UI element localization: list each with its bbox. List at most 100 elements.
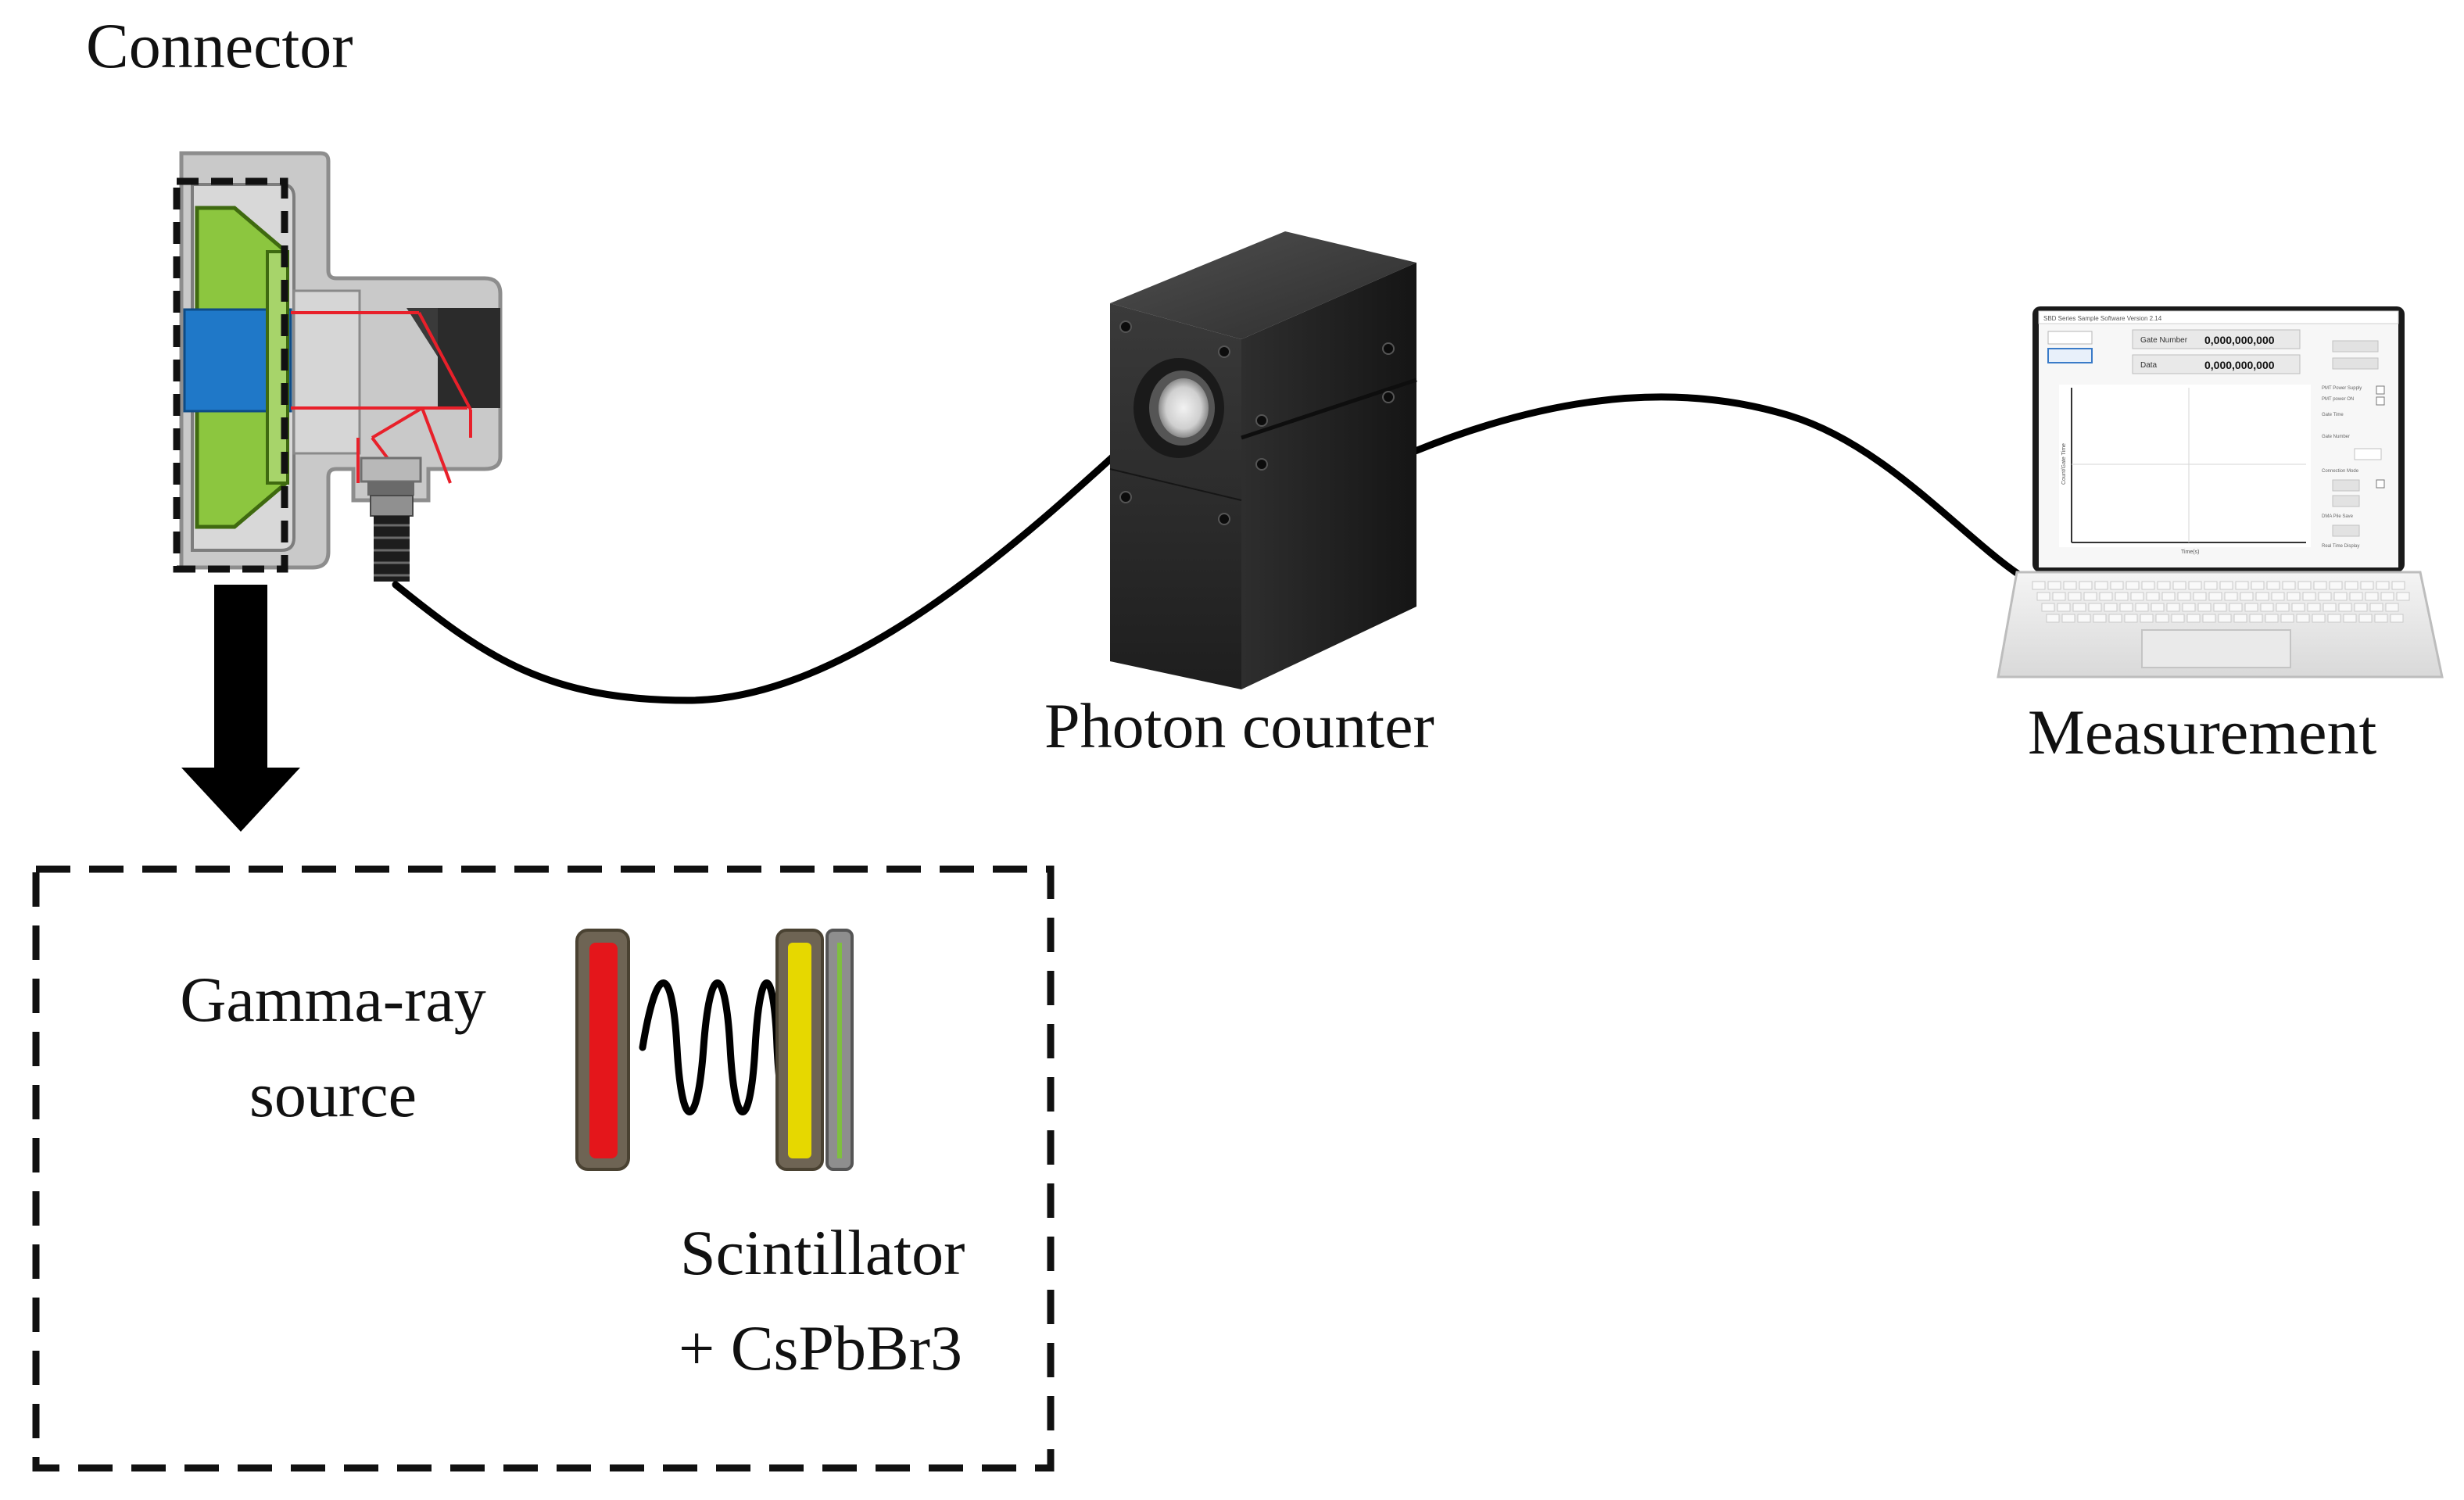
gamma-source-label-line2: source [249,1059,417,1130]
keyboard-key [2072,603,2086,612]
keyboard-key [2307,603,2321,612]
software-side-label: PMT Power Supply [2322,386,2362,391]
photon-counter-device [1109,231,1417,689]
keyboard-key [2312,614,2326,623]
keyboard-key [2376,581,2390,590]
keyboard-key [2287,592,2301,601]
keyboard-key [2354,603,2368,612]
keyboard-key [2151,603,2165,612]
gamma-wave [639,979,793,1115]
keyboard-key [2296,614,2310,623]
keyboard-key [2251,581,2265,590]
keyboard-key [2291,603,2305,612]
scintillator-element [775,929,824,1171]
keyboard-key [2235,581,2249,590]
keyboard-key [2188,581,2202,590]
keyboard-key [2057,603,2071,612]
keyboard-key [2204,581,2218,590]
detector-detail-box [32,865,1055,1472]
software-side-label: Gate Time [2322,413,2344,417]
keyboard-key [2182,603,2196,612]
keyboard-key [2135,603,2149,612]
keyboard-key [2265,614,2279,623]
keyboard-key [2036,592,2050,601]
connector-label: Connector [86,10,353,81]
laptop-keyboard [2032,581,2410,623]
software-title: SBD Series Sample Software Version 2.14 [2043,315,2162,322]
keyboard-key [2166,603,2180,612]
keyboard-key [2115,592,2129,601]
laptop: SBD Series Sample Software Version 2.14 … [1997,306,2444,678]
keyboard-key [2088,603,2102,612]
keyboard-key [2313,581,2327,590]
keyboard-key [2255,592,2269,601]
keyboard-key [2177,592,2191,601]
keyboard-key [2224,592,2238,601]
keyboard-key [2297,581,2312,590]
keyboard-key [2365,592,2379,601]
connector-channel [292,289,361,455]
keyboard-key [2032,581,2046,590]
gamma-source-element [575,929,630,1171]
software-plot-area [2059,385,2311,547]
keyboard-key [2323,603,2337,612]
gamma-source-label-line1: Gamma-ray [180,964,486,1035]
keyboard-key [2344,581,2358,590]
data-label: Data [2140,361,2158,370]
measurement-label: Measurement [2028,696,2377,768]
keyboard-key [2338,603,2352,612]
keyboard-key [2041,603,2055,612]
software-side-label: Connection Mode [2322,469,2359,474]
software-start-button[interactable] [2047,348,2093,363]
keyboard-key [2233,614,2247,623]
prism-dark-band [438,308,500,408]
software-y-axis-label: Count/Gate Time [2061,443,2067,485]
keyboard-key [2093,614,2107,623]
fiber-fitting [360,456,422,582]
keyboard-key [2046,614,2060,623]
keyboard-key [2218,614,2232,623]
keyboard-key [2104,603,2118,612]
keyboard-key [2360,581,2374,590]
laptop-trackpad [2141,629,2291,668]
keyboard-key [2193,592,2207,601]
keyboard-key [2146,592,2160,601]
data-value: 0,000,000,000 [2204,359,2275,371]
keyboard-key [2358,614,2373,623]
keyboard-key [2327,614,2341,623]
keyboard-key [2130,592,2144,601]
keyboard-key [2282,581,2296,590]
keyboard-key [2385,603,2399,612]
keyboard-key [2155,614,2169,623]
keyboard-key [2343,614,2357,623]
photon-counter-label: Photon counter [1044,690,1434,761]
keyboard-key [2271,592,2285,601]
software-control-panel [2332,340,2385,537]
keyboard-key [2061,614,2075,623]
keyboard-key [2052,592,2066,601]
keyboard-key [2391,581,2405,590]
keyboard-key [2197,603,2212,612]
keyboard-key [2186,614,2201,623]
keyboard-key [2333,592,2348,601]
software-side-label: Gate Number [2322,435,2350,439]
keyboard-key [2229,603,2243,612]
software-x-axis-label: Time(s) [2181,550,2199,555]
connector-cross-section [173,151,503,582]
scintillator-label-line2: + CsPbBr3 [679,1312,962,1384]
keyboard-key [2157,581,2171,590]
keyboard-key [2208,592,2222,601]
keyboard-key [2318,592,2332,601]
gate-number-value: 0,000,000,000 [2204,334,2275,346]
keyboard-key [2329,581,2343,590]
keyboard-key [2094,581,2108,590]
keyboard-key [2280,614,2294,623]
keyboard-key [2124,614,2138,623]
connector-focus-box [173,177,288,573]
keyboard-key [2266,581,2280,590]
keyboard-key [2380,592,2394,601]
keyboard-key [2213,603,2227,612]
keyboard-key [2276,603,2290,612]
